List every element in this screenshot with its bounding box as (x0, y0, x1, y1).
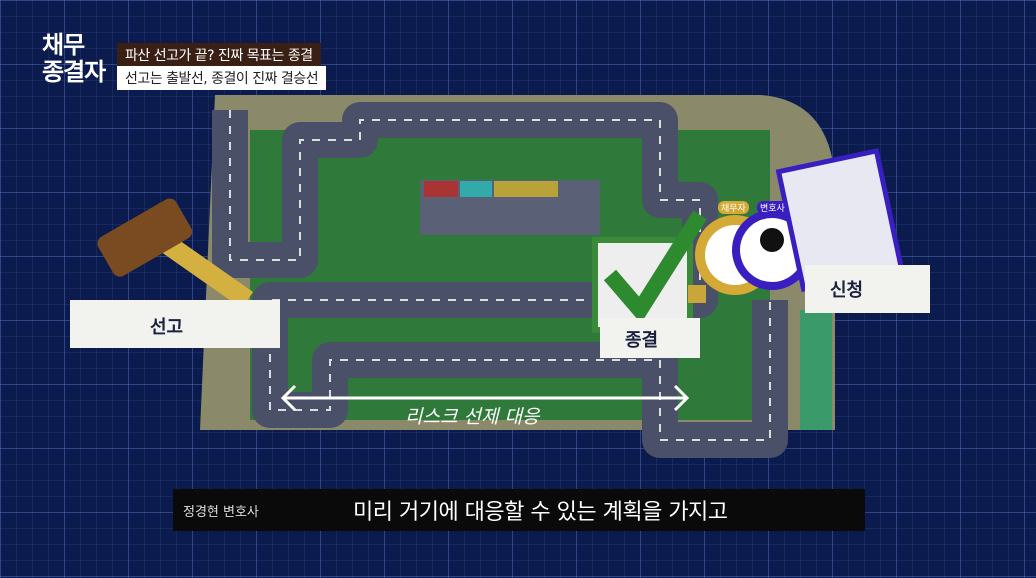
container-red (424, 181, 458, 197)
check-icon (603, 210, 707, 324)
debtor-badge: 채무자 (718, 201, 749, 214)
start-label-paper (70, 300, 280, 348)
lawyer-head (760, 228, 784, 252)
headline-bottom: 선고는 출발선, 종결이 진짜 결승선 (117, 66, 327, 90)
subtitle-text: 미리 거기에 대응할 수 있는 계획을 가지고 (353, 500, 728, 525)
container-teal (460, 181, 492, 197)
apply-label-paper (805, 265, 930, 313)
speaker-name: 정경현 변호사 (183, 504, 259, 520)
finish-marker (688, 285, 706, 303)
risk-label: 리스크 선제 대응 (405, 406, 540, 428)
logo-line2: 종결자 (42, 58, 106, 86)
logo-line1: 채무 (42, 31, 85, 59)
lawyer-badge: 변호사 (757, 201, 788, 214)
headline-top: 파산 선고가 끝? 진짜 목표는 종결 (117, 43, 321, 67)
track-lane-markings (229, 110, 771, 441)
grandstand (800, 310, 832, 430)
end-label: 종결 (625, 330, 659, 351)
double-arrow-icon (280, 384, 690, 412)
container-yellow (494, 181, 558, 197)
subtitle-bar: 정경현 변호사 미리 거기에 대응할 수 있는 계획을 가지고 (173, 489, 865, 531)
apply-label: 신청 (830, 280, 864, 301)
end-label-paper (600, 318, 700, 358)
start-label: 선고 (150, 317, 184, 338)
